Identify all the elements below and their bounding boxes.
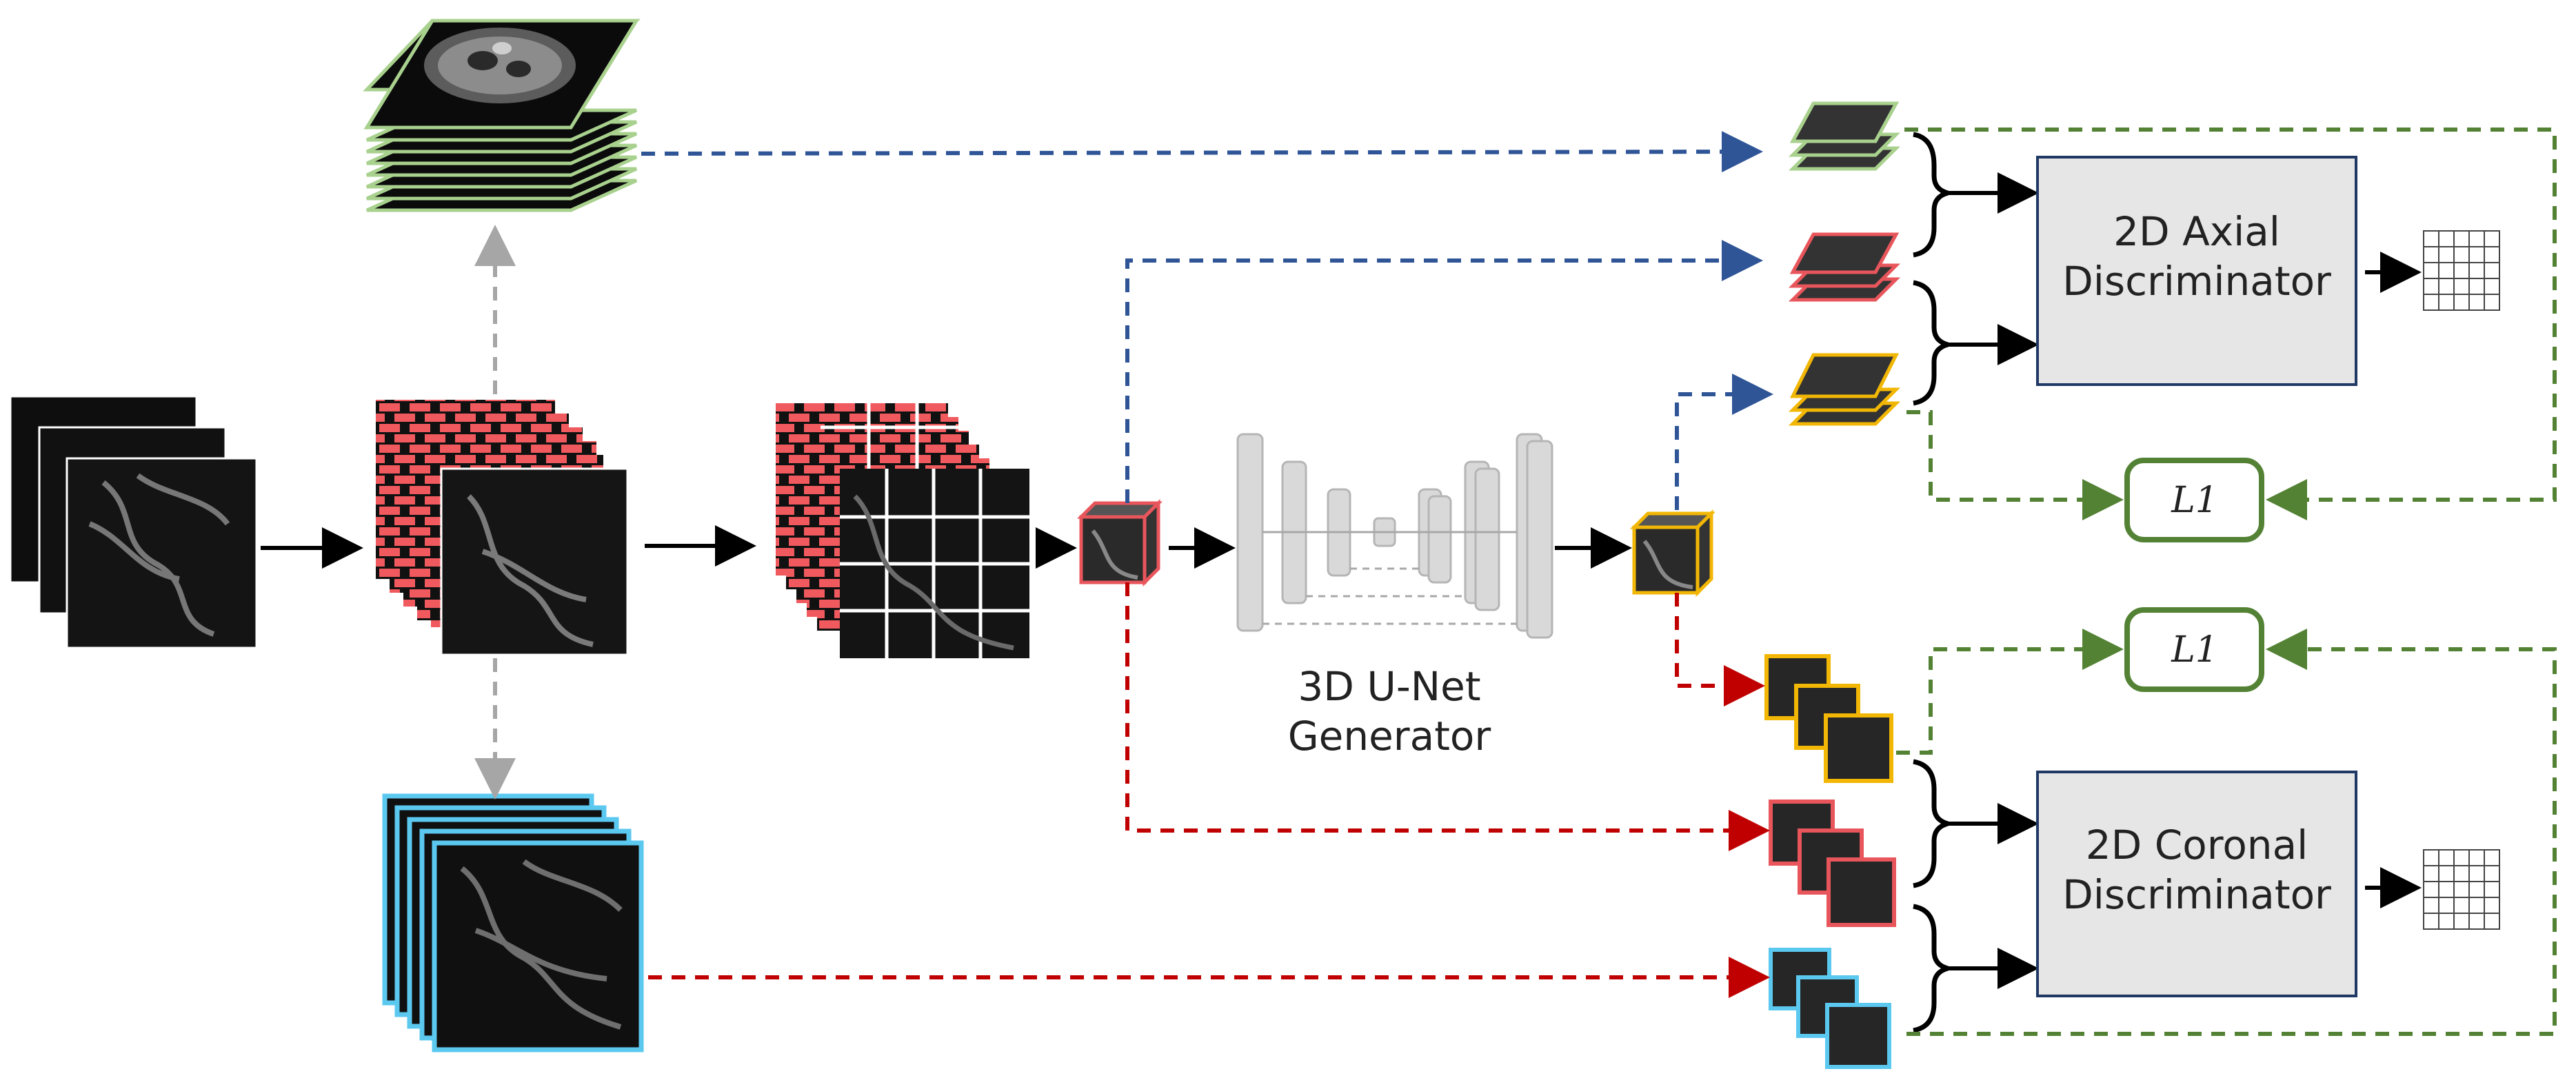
- coronal-discriminator-box: [2036, 771, 2357, 997]
- green-dashed-arrows: [1896, 128, 2557, 1036]
- generator-line1: 3D U-Net: [1298, 663, 1481, 710]
- axial-abdomen-image: [424, 28, 576, 103]
- unet-skip-connections: [1262, 531, 1517, 625]
- coronal-patch-output-grid-icon: [2423, 849, 2500, 930]
- axial-masked-slices: [1788, 232, 1901, 302]
- coronal-slice-stack: [382, 793, 644, 1052]
- coronal-masked-slices: [1769, 800, 1896, 927]
- blue-dashed-arrows: [641, 131, 1773, 510]
- coronal-discriminator-line2: Discriminator: [2062, 871, 2331, 918]
- input-volume-stack: [9, 395, 258, 649]
- generator-line2: Generator: [1287, 713, 1491, 760]
- axial-discriminator-line1: 2D Axial: [2113, 208, 2280, 255]
- top-l1-loss-box: [2124, 458, 2264, 542]
- main-flow-arrows: [261, 252, 2422, 908]
- bottom-l1-loss-label: L1: [2171, 629, 2218, 671]
- brace-arrows: [1948, 172, 2039, 989]
- generator-label: 3D U-Net Generator: [1245, 662, 1534, 761]
- axial-patch-output-grid-icon: [2423, 230, 2500, 311]
- coronal-real-slices: [1769, 948, 1891, 1069]
- axial-slice-stack: [363, 19, 641, 212]
- output-patch-cube-icon: [1629, 509, 1716, 598]
- axial-discriminator-label: 2D Axial Discriminator: [2038, 207, 2355, 306]
- axial-generated-slices: [1788, 353, 1901, 426]
- coronal-discriminator-label: 2D Coronal Discriminator: [2038, 820, 2355, 919]
- red-dashed-arrows: [648, 582, 1770, 998]
- input-braces: [1913, 132, 1949, 1033]
- patch-grid-stack: [776, 403, 1029, 658]
- axial-discriminator-box: [2036, 156, 2357, 386]
- coronal-discriminator-line1: 2D Coronal: [2085, 822, 2308, 868]
- bottom-l1-loss-box: [2124, 607, 2264, 692]
- top-l1-loss-label: L1: [2171, 480, 2218, 521]
- coronal-abdomen-image: [460, 859, 623, 1030]
- axial-discriminator-line2: Discriminator: [2062, 258, 2331, 305]
- coronal-generated-slices: [1764, 654, 1893, 783]
- masked-volume-stack: [376, 400, 629, 656]
- input-patch-cube-icon: [1076, 498, 1163, 587]
- unet-generator-blocks: [1236, 433, 1553, 639]
- axial-real-slices: [1788, 101, 1901, 171]
